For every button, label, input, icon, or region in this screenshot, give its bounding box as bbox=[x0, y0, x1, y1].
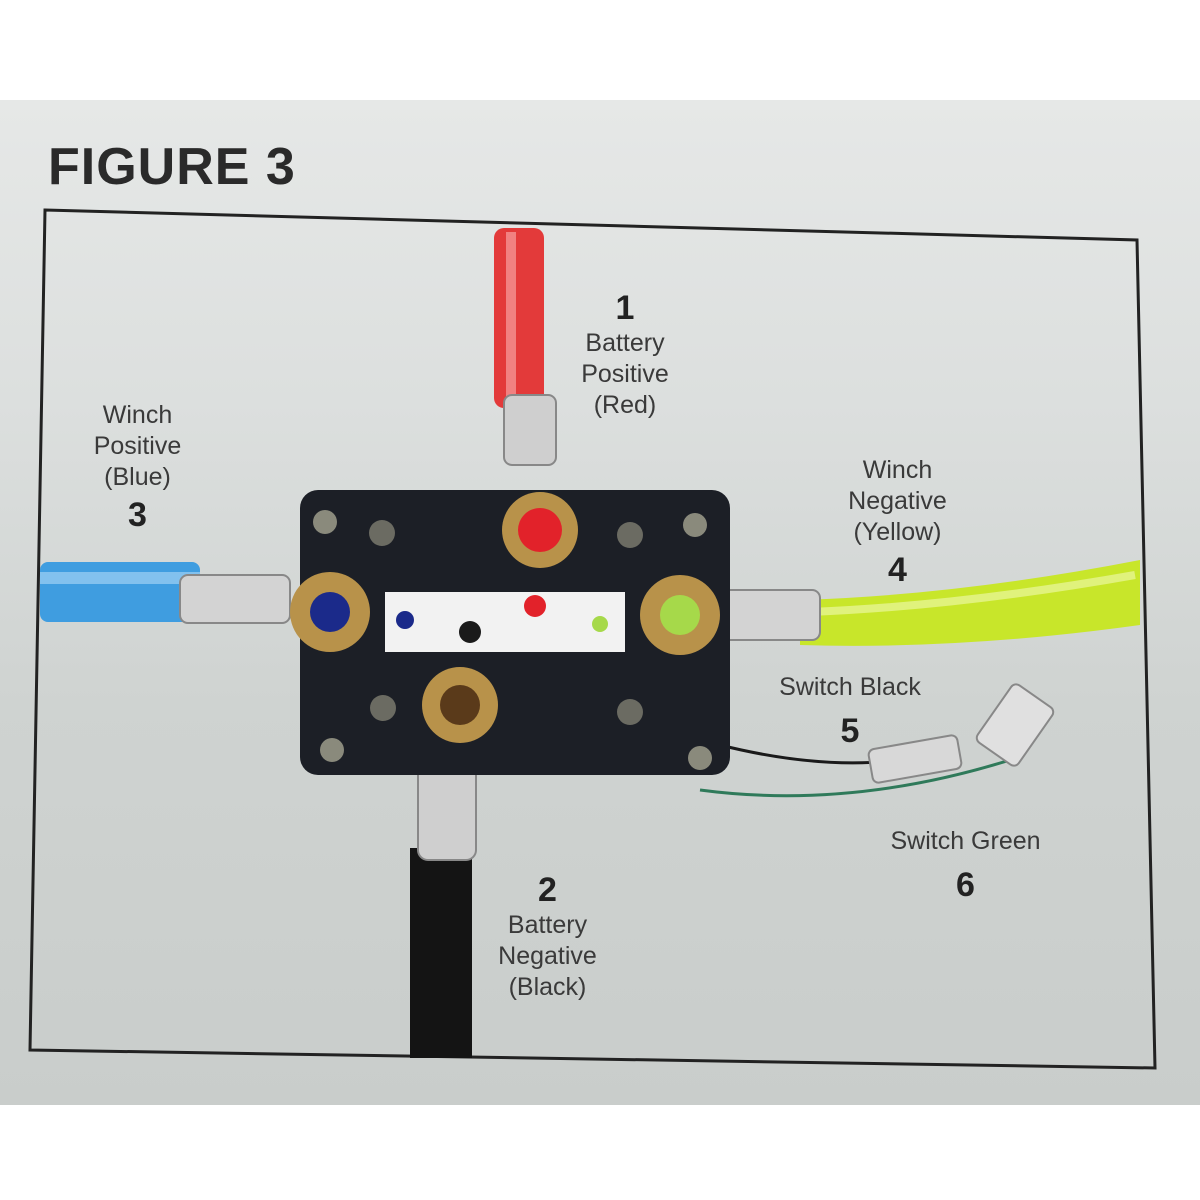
label-battery-positive: 1 Battery Positive (Red) bbox=[560, 288, 690, 421]
label-line: Winch bbox=[102, 401, 173, 429]
label-winch-positive: Winch Positive (Blue) 3 bbox=[70, 400, 205, 535]
label-line: (Black) bbox=[508, 973, 587, 1001]
label-switch-green: Switch Green 6 bbox=[868, 826, 1063, 905]
label-switch-black: Switch Black 5 bbox=[755, 672, 945, 751]
figure-title: FIGURE 3 bbox=[48, 138, 296, 196]
terminal-blue bbox=[290, 572, 370, 652]
label-number: 2 bbox=[538, 871, 557, 909]
label-line: Negative bbox=[498, 942, 597, 970]
black-cable bbox=[410, 759, 477, 1058]
label-number: 5 bbox=[840, 712, 860, 750]
switch-wires bbox=[699, 683, 1055, 798]
terminal-red bbox=[502, 492, 578, 568]
blue-cable bbox=[40, 562, 291, 624]
label-line: Switch Green bbox=[890, 827, 1041, 855]
label-number: 6 bbox=[956, 866, 975, 904]
label-line: Winch bbox=[862, 456, 933, 484]
label-line: Positive bbox=[581, 360, 669, 388]
label-line: Switch Black bbox=[779, 673, 921, 701]
label-battery-negative: 2 Battery Negative (Black) bbox=[475, 870, 620, 1003]
label-number: 1 bbox=[615, 289, 635, 327]
red-cable bbox=[494, 228, 557, 466]
label-line: Negative bbox=[848, 487, 947, 515]
label-line: Positive bbox=[93, 432, 182, 460]
label-number: 4 bbox=[888, 551, 907, 589]
label-line: (Yellow) bbox=[853, 518, 942, 546]
label-number: 3 bbox=[128, 496, 147, 534]
solenoid-body bbox=[300, 490, 730, 775]
label-winch-negative: Winch Negative (Yellow) 4 bbox=[825, 455, 970, 590]
label-line: Battery bbox=[507, 911, 588, 939]
label-line: (Blue) bbox=[104, 463, 171, 491]
diagram-frame bbox=[28, 208, 1157, 1070]
terminal-black bbox=[422, 667, 498, 743]
terminal-yellow bbox=[640, 575, 720, 655]
label-line: Battery bbox=[585, 329, 665, 357]
label-line: (Red) bbox=[593, 391, 657, 419]
